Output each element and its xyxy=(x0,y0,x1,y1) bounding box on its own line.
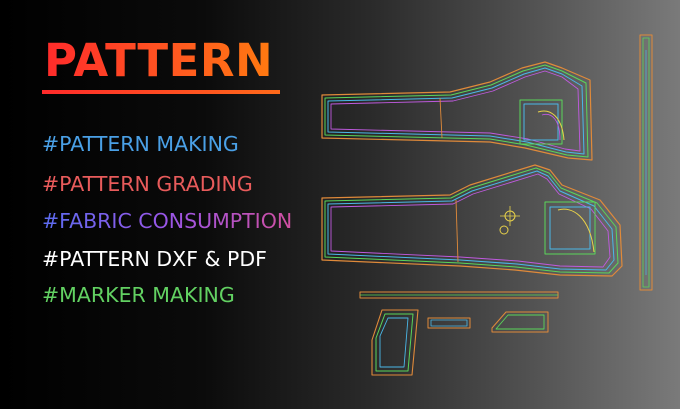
title-underline xyxy=(42,90,280,94)
fly-strip-pattern-piece xyxy=(639,34,653,291)
tag-pattern-making: #PATTERN MAKING xyxy=(42,132,239,156)
tag-fabric-consumption: #FABRIC CONSUMPTION xyxy=(42,209,293,233)
lower-leg-pattern-piece xyxy=(321,164,623,277)
belt-loop-pattern-piece xyxy=(427,317,471,329)
garment-pattern-illustration xyxy=(321,34,653,376)
tag-marker-making: #MARKER MAKING xyxy=(42,283,235,307)
tag-pattern-dxf-pdf: #PATTERN DXF & PDF xyxy=(42,247,267,271)
waistband-pattern-piece xyxy=(359,291,559,299)
upper-leg-pattern-piece xyxy=(321,61,593,161)
page-title: PATTERN xyxy=(44,34,274,87)
facing-pattern-piece xyxy=(491,311,549,333)
pocket-pattern-piece xyxy=(371,309,419,376)
tag-pattern-grading: #PATTERN GRADING xyxy=(42,172,253,196)
